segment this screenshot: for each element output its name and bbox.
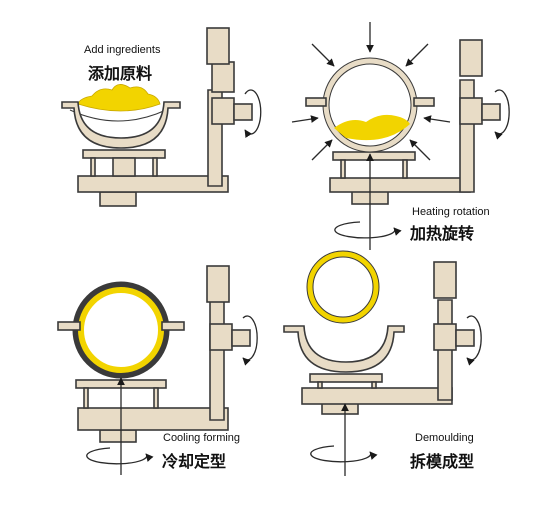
motor-block	[206, 27, 230, 65]
rotation-arrow-icon	[86, 447, 154, 465]
step-4-label-en: Demoulding	[415, 432, 474, 444]
support-table	[332, 151, 416, 161]
support-leg	[340, 159, 346, 179]
panel-heating-rotation	[291, 22, 510, 250]
rotation-arrow-icon	[244, 89, 262, 139]
pivot-block	[209, 323, 233, 351]
heat-arrow-icon	[409, 139, 431, 161]
step-3-label-en: Cooling forming	[163, 432, 241, 444]
step-4-label-zh: 拆模成型	[410, 452, 475, 471]
rotation-arrow-icon	[466, 315, 482, 366]
mold-flange	[305, 97, 327, 107]
shaft	[455, 329, 475, 347]
rotation-arrow-icon	[334, 221, 402, 239]
pivot-block	[459, 97, 483, 125]
rotation-arrow-icon	[310, 445, 378, 463]
support-leg	[317, 381, 323, 389]
base-foot	[99, 191, 137, 207]
heat-arrow-icon	[405, 43, 429, 67]
base-plate	[301, 387, 453, 405]
shaft	[231, 329, 251, 347]
support-leg	[371, 381, 377, 389]
step-1-label-en: Add ingredients	[84, 44, 161, 56]
step-3-label-zh: 冷却定型	[162, 452, 227, 471]
shaft	[233, 103, 253, 121]
mold-rim	[69, 109, 167, 122]
raw-material	[334, 114, 410, 141]
panel-cooling-forming	[57, 265, 258, 475]
mold-flange	[57, 321, 81, 331]
step-2-label-en: Heating rotation	[412, 206, 490, 218]
base-plate	[77, 407, 229, 431]
arm-vertical	[209, 299, 225, 421]
support-table	[309, 373, 383, 383]
formed-part	[78, 287, 164, 373]
step-1-label-zh: 添加原料	[88, 64, 153, 83]
mold-flange	[413, 97, 435, 107]
base-plate	[77, 175, 229, 193]
pivot-block	[211, 97, 235, 125]
rotation-arrow-icon	[494, 89, 510, 140]
support-leg	[152, 157, 158, 177]
support-leg	[402, 159, 408, 179]
heat-arrow-icon	[311, 43, 335, 67]
closed-mold	[72, 281, 170, 379]
motor-block	[433, 261, 457, 299]
shaft	[481, 103, 501, 121]
support-leg	[83, 387, 89, 409]
mold-flange	[161, 321, 185, 331]
support-post	[112, 157, 136, 177]
arm-vertical	[459, 79, 475, 193]
heat-arrow-icon	[291, 115, 319, 123]
motor-block	[459, 39, 483, 77]
support-leg	[90, 157, 96, 177]
support-table	[82, 149, 166, 159]
base-plate	[329, 177, 471, 193]
panel-add-ingredients	[61, 27, 262, 207]
pivot-block	[433, 323, 457, 351]
rotation-arrow-icon	[242, 315, 258, 366]
support-leg	[153, 387, 159, 409]
lower-mold-half	[61, 101, 181, 149]
raw-material	[77, 84, 161, 112]
step-2-label-zh: 加热旋转	[410, 224, 475, 243]
arm-top-block	[211, 61, 235, 93]
motor-block	[206, 265, 230, 303]
heat-arrow-icon	[423, 115, 451, 123]
heat-arrow-icon	[311, 139, 333, 161]
open-mold-half	[283, 325, 405, 373]
base-foot	[99, 429, 137, 443]
panel-demoulding	[283, 250, 482, 476]
